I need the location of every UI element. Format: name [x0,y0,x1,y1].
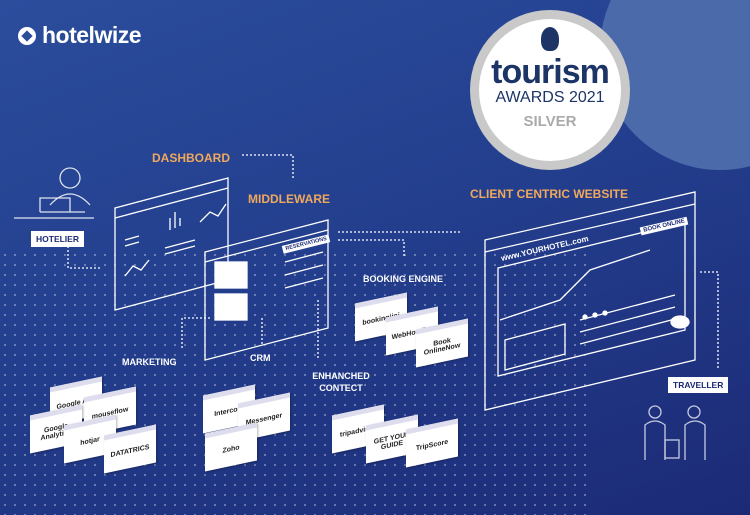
label-crm: CRM [250,353,271,363]
dashboard-screen [114,177,229,311]
award-title: tourism [491,53,610,91]
award-level: SILVER [523,113,577,130]
hotelwize-logo: hotelwize [18,22,142,49]
tourism-awards-badge: tourism AWARDS 2021 SILVER [470,10,630,170]
traveller-figures [644,405,706,460]
award-year: AWARDS 2021 [495,89,605,106]
brand-name: hotelwize [42,22,142,48]
label-marketing: MARKETING [122,357,177,367]
label-booking-engine: BOOKING ENGINE [363,274,444,284]
website-screen [484,191,696,411]
arrow-hotelier [67,246,100,269]
award-emblem-icon [541,27,559,51]
middleware-screen [204,219,329,361]
arrow-dashboard-middleware [242,154,294,178]
arrow-to-booking [338,239,405,258]
hotelier-box: HOTELIER [31,231,84,247]
label-website: CLIENT CENTRIC WEBSITE [470,187,628,201]
label-dashboard: DASHBOARD [152,151,230,165]
logo-icon [18,26,36,45]
arrow-to-traveller [700,271,719,368]
arrow-to-marketing [181,317,210,350]
label-enhanced-content: ENHANCHED CONTECT [312,371,370,393]
label-middleware: MIDDLEWARE [248,192,330,206]
traveller-box: TRAVELLER [668,377,729,393]
